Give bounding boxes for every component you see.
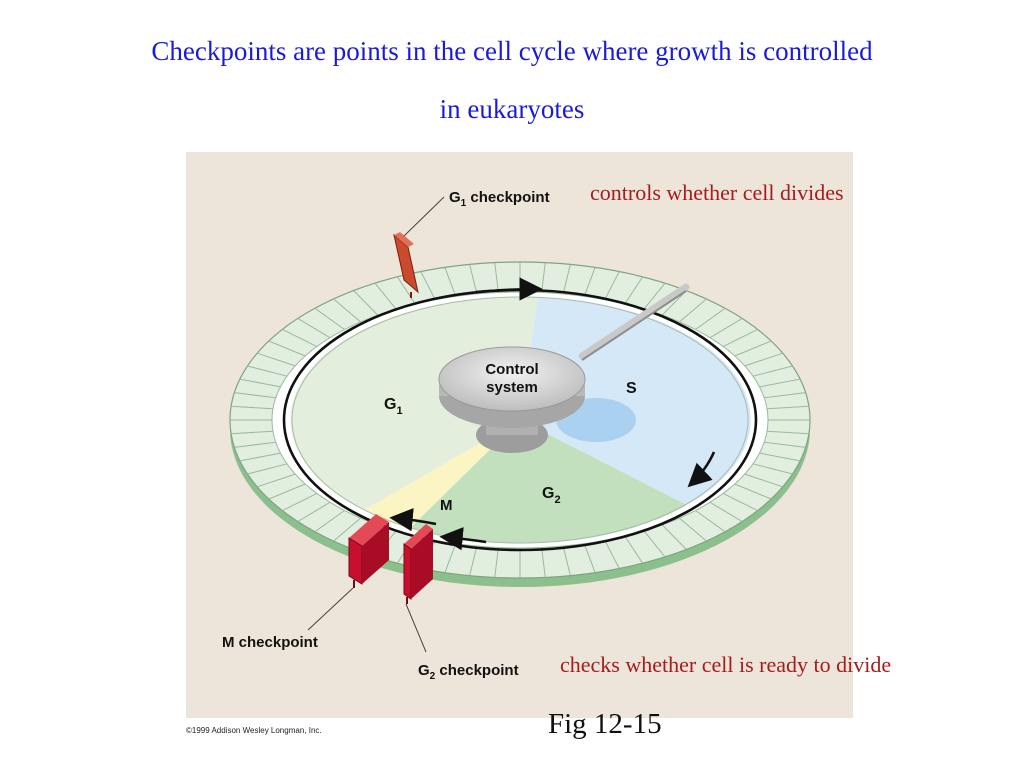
phase-label-g2: G2 [542,485,561,506]
control-label-line1: Control [485,361,538,378]
ring-segment-line [767,430,809,435]
arrow-m [389,508,437,532]
ring-segment-line [767,405,809,410]
ring-segment-line [239,378,281,388]
ring-segment-line [752,365,793,377]
m-checkpoint-label: M checkpoint [222,634,318,651]
figure-caption: Fig 12-15 [548,708,662,740]
sector-g1 [290,296,538,510]
g1-annotation: controls whether cell divides [590,180,844,205]
ring-segment-line [709,501,743,523]
ring-segment-line [709,317,743,339]
sector-g2 [410,420,687,544]
ring-segment-line [604,271,620,300]
ring-segment-line [734,483,772,500]
sector-m [364,420,520,528]
ring-segment-line [257,473,296,488]
ring-segment-line [744,352,783,367]
ring-segment-line [744,473,783,488]
ring-segment-line [764,392,806,399]
ring-segment-line [759,378,801,388]
ring-segment-line [247,365,288,377]
phase-label-g1: G1 [384,396,403,417]
g1-checkpoint-gate [393,232,419,298]
phase-label-m: M [440,497,453,514]
ring-segment-line [643,530,666,558]
ring-segment-line [752,463,793,475]
phase-label-s: S [626,380,637,397]
ring-segment-line [231,430,273,435]
ring-segment-line [234,441,276,448]
g1-checkpoint-label: G1 checkpoint [449,189,550,209]
g2-checkpoint-label: G2 checkpoint [418,662,519,682]
ring-segment-line [643,282,666,310]
ring-segment-line [469,545,478,576]
control-pole-shade [581,290,687,361]
control-pole [578,283,690,360]
ring-segment-line [469,264,478,295]
ring-segment-line [282,492,318,512]
ring-segment-line [374,282,397,310]
g1-checkpoint-leader [403,196,445,237]
ring-segment-line [282,328,318,348]
copyright-notice: ©1999 Addison Wesley Longman, Inc. [186,726,322,735]
cell-cycle-figure: Control system G1 S G2 M [186,152,853,718]
ring-segment-line [353,290,379,316]
ring-segment-line [420,271,436,300]
ring-segment-line [722,492,758,512]
ring-segment-line [604,540,620,569]
title-line-1: Checkpoints are points in the cell cycle… [151,36,873,66]
control-label-line2: system [486,379,538,396]
ring-segment-line [562,264,571,295]
ring-segment-line [333,298,361,323]
ring-segment-line [314,510,345,533]
ring-segment-line [661,524,687,550]
ring-segment-line [764,441,806,448]
ring-segment-line [396,276,416,305]
ring-segment-line [268,483,306,500]
phase-sectors [290,296,751,544]
g2-checkpoint-gate [403,524,433,604]
ring-segment-line [257,352,296,367]
m-checkpoint-leader [307,587,354,631]
ring-segment-line [239,452,281,462]
slide-title: Checkpoints are points in the cell cycle… [0,22,1024,138]
title-line-2: in eukaryotes [439,94,585,124]
ring-segment-line [231,405,273,410]
ring-segment-line [661,290,687,316]
ring-segment-line [541,547,546,578]
ring-segment-line [314,307,345,330]
arrow-right [687,451,716,488]
ring-segment-line [247,463,288,475]
ring-segment-line [562,545,571,576]
ring-segment-line [624,535,644,564]
ring-segment-line [695,510,726,533]
ring-segment-line [583,267,596,297]
ring-segments [230,262,810,578]
arrow-top [475,277,543,301]
ring-segment-line [624,276,644,305]
m-checkpoint-gate [348,514,389,588]
ring-segment-line [583,543,596,573]
ring-segment-line [695,307,726,330]
ring-segment-line [444,267,457,297]
ring-segment-line [759,452,801,462]
ring-segment-line [234,392,276,399]
ring-segment-line [679,298,707,323]
cell-cycle-diagram: Control system G1 S G2 M [222,189,811,682]
sector-s [520,297,751,505]
ring-segment-line [297,317,331,339]
ring-segment-line [333,517,361,542]
ring-segment-line [722,328,758,348]
ring-segment-line [734,340,772,357]
g2-annotation: checks whether cell is ready to divide [560,652,892,677]
ring-segment-line [494,547,499,578]
arrow-bottom [439,527,487,551]
ring-segment-line [297,501,331,523]
control-plate-top [438,346,586,412]
ring-segment-line [494,262,499,293]
g2-checkpoint-leader [405,603,427,653]
ring-segment-line [679,517,707,542]
ring-segment-line [268,340,306,357]
